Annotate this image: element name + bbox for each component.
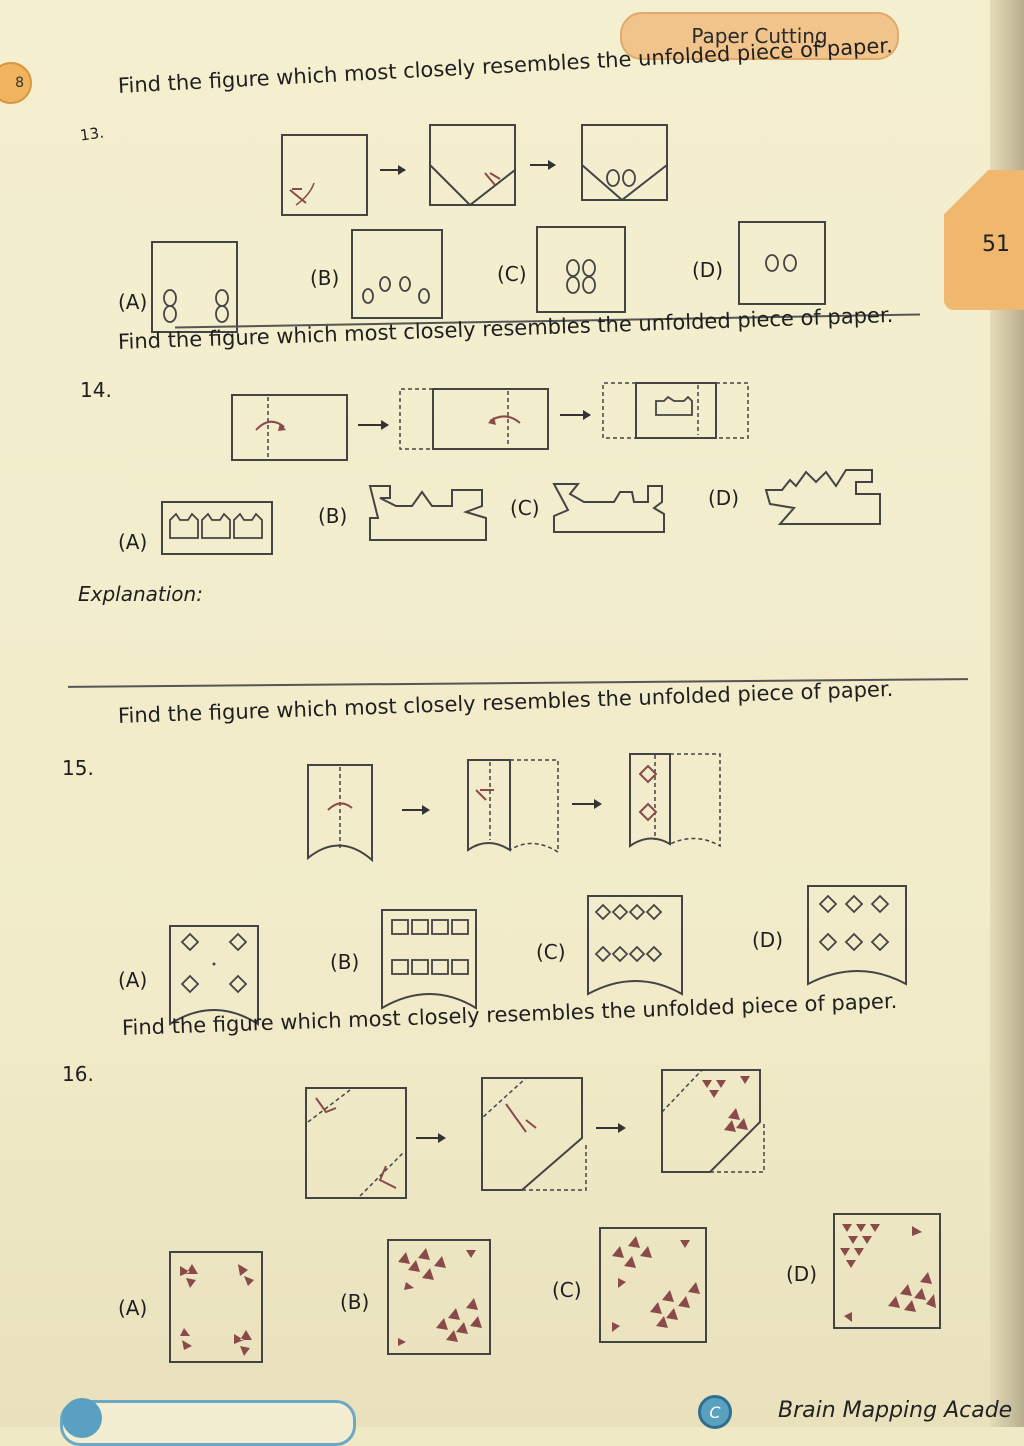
- chapter-tab-label: 8: [15, 75, 24, 91]
- q14-option-d-label[interactable]: (D): [708, 486, 740, 510]
- q13-option-a-label[interactable]: (A): [118, 290, 148, 314]
- brand-name: Brain Mapping Acade: [778, 1398, 1013, 1423]
- section-title: Paper Cutting: [691, 24, 828, 48]
- q14-fold-sequence: [231, 382, 749, 461]
- q14-option-b[interactable]: [366, 476, 491, 544]
- q16-option-b[interactable]: [386, 1238, 494, 1358]
- q15-option-a[interactable]: [168, 924, 263, 1028]
- q16-option-c-label[interactable]: (C): [552, 1278, 582, 1302]
- q15-option-b-label[interactable]: (B): [330, 950, 360, 974]
- q14-option-a-label[interactable]: (A): [118, 530, 148, 554]
- q14-option-c[interactable]: [550, 476, 670, 536]
- q16-option-d-label[interactable]: (D): [786, 1262, 818, 1286]
- q16-option-c[interactable]: [598, 1226, 710, 1346]
- q13-option-b-label[interactable]: (B): [310, 266, 340, 290]
- q15-option-d[interactable]: [806, 884, 910, 988]
- footer-left-banner: [60, 1400, 356, 1446]
- q16-option-d[interactable]: [832, 1212, 944, 1332]
- explanation-label: Explanation:: [78, 582, 203, 606]
- footer-left-icon: [62, 1398, 102, 1438]
- footer-brand: C Brain Mapping Acade: [690, 1392, 1024, 1432]
- q15-number: 15.: [62, 756, 94, 780]
- section-title-pill: Paper Cutting: [620, 12, 899, 60]
- q14-option-b-label[interactable]: (B): [318, 504, 348, 528]
- q14-option-d[interactable]: [760, 460, 885, 528]
- q16-fold-sequence: [305, 1069, 765, 1199]
- page-number-tab: 51: [944, 170, 1024, 310]
- q13-option-b[interactable]: [350, 228, 445, 323]
- q14-option-c-label[interactable]: (C): [510, 496, 540, 520]
- brand-logo-letter: C: [709, 1402, 721, 1422]
- q15-fold-sequence: [307, 753, 721, 863]
- q13-option-d-label[interactable]: (D): [692, 258, 724, 282]
- q14-number: 14.: [80, 378, 112, 402]
- q15-option-c-label[interactable]: (C): [536, 940, 566, 964]
- q13-option-c[interactable]: [535, 225, 630, 315]
- q13-option-c-label[interactable]: (C): [497, 262, 527, 286]
- q15-option-a-label[interactable]: (A): [118, 968, 148, 992]
- brand-logo-icon: C: [698, 1395, 732, 1429]
- q16-number: 16.: [62, 1062, 94, 1086]
- q15-option-d-label[interactable]: (D): [752, 928, 784, 952]
- q15-option-b[interactable]: [380, 908, 480, 1012]
- q15-option-c[interactable]: [586, 894, 686, 998]
- q16-option-a-label[interactable]: (A): [118, 1296, 148, 1320]
- q13-fold-sequence: [281, 124, 668, 216]
- q13-number: 13.: [78, 123, 105, 145]
- q16-option-b-label[interactable]: (B): [340, 1290, 370, 1314]
- q13-option-d[interactable]: [737, 220, 829, 308]
- q14-option-a[interactable]: [158, 498, 276, 558]
- q13-option-a[interactable]: [150, 240, 240, 335]
- q16-option-a[interactable]: [168, 1250, 266, 1366]
- page-number: 51: [982, 232, 1010, 257]
